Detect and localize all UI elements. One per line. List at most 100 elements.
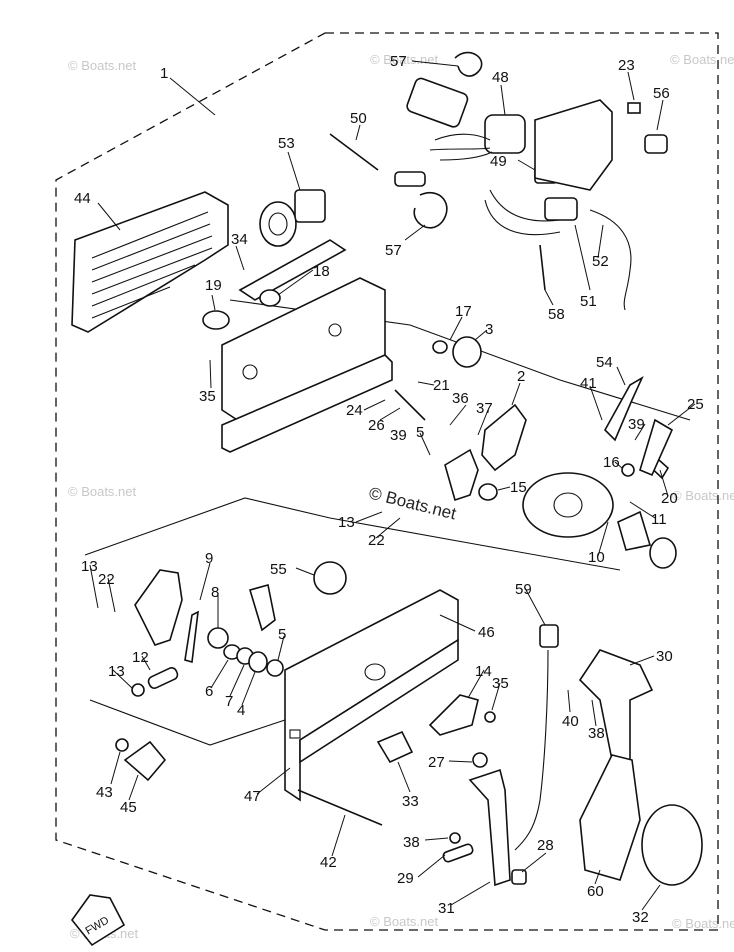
label-48: 48: [492, 69, 509, 86]
label-60: 60: [587, 883, 604, 900]
nut-23: [627, 102, 641, 114]
watermark-top-right: © Boats.net: [670, 52, 734, 67]
label-19: 19: [205, 277, 222, 294]
link-rod: [394, 389, 426, 421]
label-42: 42: [320, 854, 337, 871]
label-56: 56: [653, 85, 670, 102]
bushing-27: [472, 752, 488, 768]
label-43: 43: [96, 784, 113, 801]
shift-arm-31: [468, 768, 511, 887]
label-59: 59: [515, 581, 532, 598]
label-2: 2: [517, 368, 525, 385]
label-25: 25: [687, 396, 704, 413]
label-14: 14: [475, 663, 492, 680]
bulb-55: [313, 561, 347, 595]
grommet-11: [649, 537, 677, 569]
bearing-15: [478, 483, 498, 501]
label-11: 11: [651, 511, 667, 528]
watermark-center: © Boats.net: [367, 483, 458, 523]
label-58: 58: [548, 306, 565, 323]
cable-tie-58: [539, 244, 546, 291]
label-52: 52: [592, 253, 609, 270]
label-7: 7: [225, 693, 233, 710]
bracket-25: [639, 418, 674, 477]
plate-45: [123, 740, 167, 782]
label-22a: 22: [368, 532, 385, 549]
washer-13: [131, 683, 145, 697]
watermark-bottom-center: © Boats.net: [370, 914, 439, 929]
label-47: 47: [244, 788, 261, 805]
label-54: 54: [596, 354, 613, 371]
upper-housing: [221, 277, 393, 453]
lever-34: [238, 239, 347, 301]
clip-28: [511, 869, 527, 885]
lever-22-plate: [134, 569, 183, 646]
bushing-4: [248, 651, 268, 673]
label-12: 12: [132, 649, 149, 666]
pin-12: [147, 667, 179, 689]
kill-switch: [259, 189, 326, 247]
arm-36: [444, 448, 479, 502]
label-46: 46: [478, 624, 495, 641]
label-57a: 57: [390, 53, 407, 70]
label-55: 55: [270, 561, 287, 578]
label-49: 49: [490, 153, 507, 170]
bolt-35: [484, 711, 496, 723]
label-29: 29: [397, 870, 414, 887]
group-outline-mid: [84, 497, 621, 571]
label-17: 17: [455, 303, 472, 320]
label-44: 44: [74, 190, 91, 207]
bolt-42: [297, 789, 383, 826]
leader-lines: [89, 60, 696, 911]
label-50: 50: [350, 110, 367, 127]
label-1: 1: [160, 65, 168, 82]
label-26: 26: [368, 417, 385, 434]
watermark-mid-left: © Boats.net: [68, 484, 137, 499]
label-38a: 38: [588, 725, 605, 742]
label-38b: 38: [403, 834, 420, 851]
label-28: 28: [537, 837, 554, 854]
lever-9: [184, 610, 199, 664]
label-36: 36: [452, 390, 469, 407]
washer-18: [259, 289, 281, 307]
label-5b: 5: [278, 626, 286, 643]
label-39a: 39: [390, 427, 407, 444]
lever-30: [578, 649, 654, 761]
label-16: 16: [603, 454, 620, 471]
clip-57-bottom: [413, 192, 448, 229]
label-51: 51: [580, 293, 597, 310]
label-10: 10: [588, 549, 605, 566]
gear-housing: [522, 472, 614, 538]
label-4: 4: [237, 702, 245, 719]
upper-bracket: [534, 99, 613, 191]
grommet-19: [202, 310, 230, 330]
label-21: 21: [433, 377, 450, 394]
label-27: 27: [428, 754, 445, 771]
grille-cover: [71, 191, 229, 333]
label-3: 3: [485, 321, 493, 338]
label-40: 40: [562, 713, 579, 730]
label-22b: 22: [98, 571, 115, 588]
clip-57-top: [454, 51, 483, 77]
label-35b: 35: [492, 675, 509, 692]
lever-9b: [248, 583, 276, 632]
screw-38-lower: [449, 832, 461, 844]
label-53: 53: [278, 135, 295, 152]
pin-29: [442, 843, 474, 863]
gear-hub: [553, 492, 583, 518]
label-6: 6: [205, 683, 213, 700]
spacer-16: [621, 463, 635, 477]
plate-2: [481, 403, 527, 472]
assembly-boundary: [55, 32, 719, 931]
label-23: 23: [618, 57, 635, 74]
label-34: 34: [231, 231, 248, 248]
arm-54: [604, 376, 644, 442]
part-labels: 1 57 48 23 56 50 53 49 44 34 18 57 52 51…: [74, 53, 704, 926]
label-41: 41: [580, 375, 597, 392]
switch-51: [544, 197, 578, 221]
grommet-56: [644, 134, 668, 154]
pin-50: [329, 133, 379, 171]
washer-43: [115, 738, 129, 752]
label-24: 24: [346, 402, 363, 419]
